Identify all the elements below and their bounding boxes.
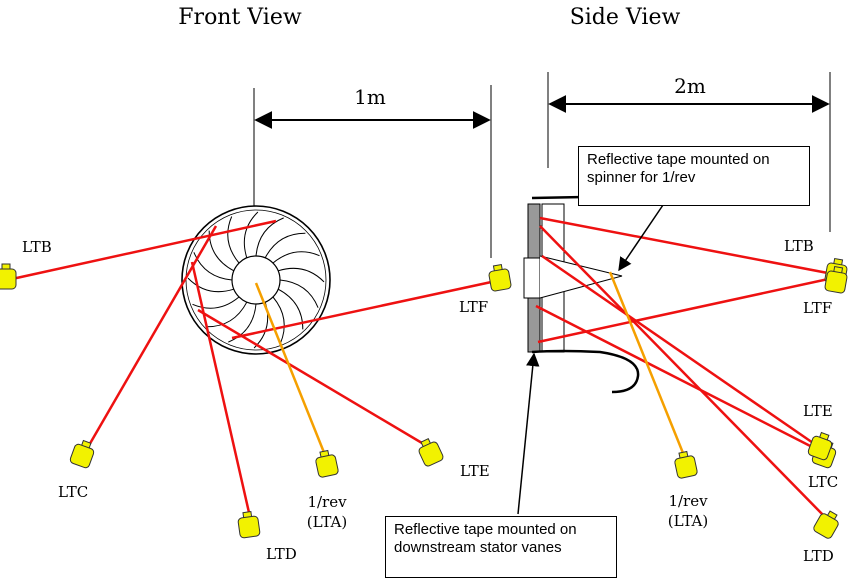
beam-lta-front (254, 282, 327, 456)
fan-blade (228, 303, 257, 343)
sensor-body (237, 515, 261, 539)
side-dimension: 2m (547, 72, 831, 232)
sensor-body (418, 441, 444, 467)
sensor-body (807, 435, 833, 461)
sensor-body (813, 513, 839, 539)
side-dimension-label: 2m (674, 74, 706, 98)
label-ltd-side: LTD (803, 547, 834, 565)
label-lta-side-1: 1/rev (668, 492, 708, 510)
sensor-body (0, 268, 17, 290)
label-ltf-front: LTF (459, 298, 488, 316)
sensor-lta-side (674, 450, 698, 479)
fan-blade (206, 301, 248, 328)
stator-callout: Reflective tape mounted on downstream st… (385, 516, 617, 578)
beam-lta-side (608, 271, 687, 459)
sensor-ltd-side (813, 510, 839, 539)
fan-blade (187, 277, 234, 293)
sensor-ltd-front (237, 511, 261, 539)
sensor-lta-front (315, 449, 339, 478)
label-ltc-side: LTC (808, 473, 838, 491)
side-view-title: Side View (570, 5, 681, 30)
sensor-ltf-front (488, 263, 512, 292)
fan-blade (272, 296, 285, 344)
beam-ltb-side (539, 216, 834, 276)
beam-lte-front (197, 308, 428, 448)
beam-ltf-side (537, 276, 834, 344)
side-beams (535, 216, 834, 519)
stator-leader (517, 352, 540, 515)
label-ltb-front: LTB (22, 238, 52, 256)
fan-blade (255, 217, 284, 257)
spinner-callout: Reflective tape mounted on spinner for 1… (578, 146, 810, 206)
sensor-body (824, 270, 848, 294)
sensor-body (69, 443, 95, 469)
beam-ltf-front (231, 279, 497, 340)
label-ltc-front: LTC (58, 483, 88, 501)
front-view-title: Front View (178, 5, 302, 30)
fan-blade (264, 232, 306, 259)
fan-blade (227, 216, 240, 264)
fan-blade (278, 267, 325, 283)
fan-blade (192, 296, 240, 309)
label-ltf-side: LTF (803, 299, 832, 317)
label-lta-front-1: 1/rev (307, 493, 347, 511)
label-lte-side: LTE (803, 402, 833, 420)
beam-ltd-side (539, 225, 827, 519)
label-ltd-front: LTD (266, 545, 297, 563)
engine-side (523, 193, 640, 394)
label-lte-front: LTE (460, 462, 490, 480)
fan-blade (272, 251, 320, 264)
fan-blade (193, 252, 233, 281)
front-beams (11, 219, 497, 518)
fan-blade (279, 279, 319, 308)
label-lta-side-2: (LTA) (668, 512, 708, 530)
beam-ltd-front (190, 261, 252, 518)
front-dimension-label: 1m (354, 85, 386, 109)
fan-blade (243, 211, 259, 258)
sensor-body (315, 454, 339, 478)
beam-ltc-side (535, 304, 823, 454)
label-ltb-side: LTB (784, 237, 814, 255)
front-dimension: 1m (253, 85, 492, 258)
sensor-ltb-front (0, 263, 17, 290)
beam-ltc-front (86, 225, 218, 448)
sensor-body (674, 455, 698, 479)
label-lta-front-2: (LTA) (307, 513, 347, 531)
fan-blade (277, 288, 304, 330)
sensor-body (488, 268, 512, 292)
sensor-ltc-front (69, 439, 95, 469)
spinner-leader (618, 204, 664, 272)
fan-front (181, 205, 331, 355)
beam-lte-side (541, 254, 817, 447)
beam-ltb-front (11, 219, 277, 281)
sensor-lte-front (418, 438, 444, 467)
sensor-lte-side (807, 431, 833, 461)
sensor-ltf-side (824, 265, 848, 294)
